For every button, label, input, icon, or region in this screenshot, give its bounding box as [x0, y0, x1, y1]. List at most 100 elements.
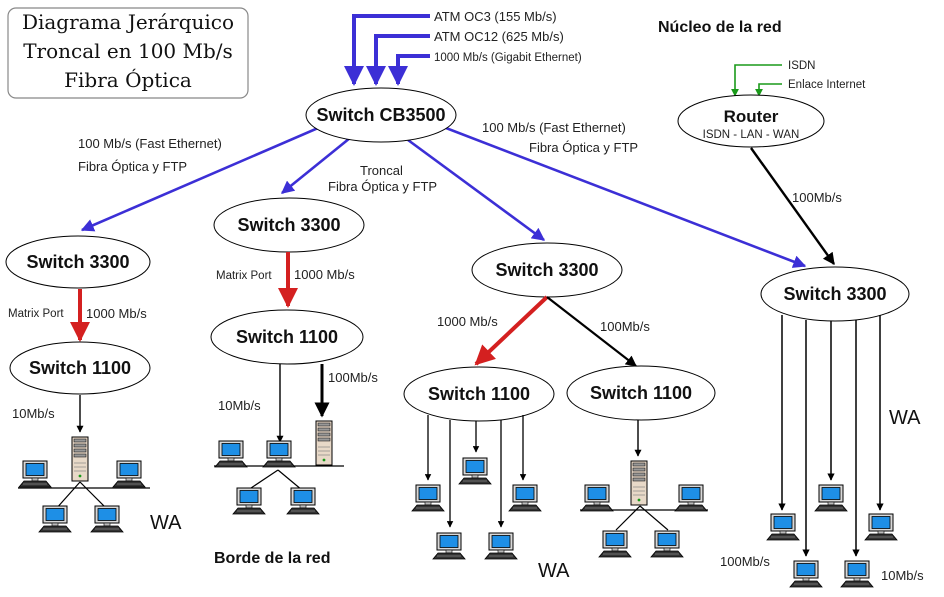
router-inputs [731, 64, 782, 97]
gig-b-label: 1000 Mb/s [294, 267, 355, 282]
lan-c [424, 415, 527, 528]
wan-uplinks [344, 14, 430, 86]
switch-3300-a-label: Switch 3300 [26, 252, 129, 272]
isdn-link [731, 64, 782, 97]
core-network-label: Núcleo de la red [658, 19, 782, 36]
gig-c-label: 1000 Mb/s [437, 314, 498, 329]
workstation-icon [508, 484, 542, 512]
core-switch-label: Switch CB3500 [316, 105, 445, 125]
link-router-to-3300-d [750, 147, 835, 265]
atm-oc12-label: ATM OC12 (625 Mb/s) [434, 29, 564, 44]
ten-b-label: 10Mb/s [218, 398, 261, 413]
link-core-to-3300-d [445, 126, 807, 268]
switch-1100-c-label: Switch 1100 [428, 384, 530, 404]
internet-link [755, 83, 782, 97]
title-line-1: Diagrama Jerárquico [22, 10, 234, 34]
switch-1100-d-node [566, 365, 716, 421]
router-sub: ISDN - LAN - WAN [703, 129, 800, 141]
switch-1100-a-node [9, 341, 151, 395]
workstation-icon [598, 530, 632, 558]
workstation-icon [814, 484, 848, 512]
workstation-icon [232, 487, 266, 515]
lan-a [18, 436, 150, 533]
backbone-links [80, 126, 807, 268]
router-name: Router [724, 107, 779, 126]
workstation-icon [674, 484, 708, 512]
router-link-label: 100Mb/s [792, 190, 842, 205]
wa-label-b: WA [538, 560, 570, 582]
gigabit-uplink-link [388, 54, 430, 86]
workstation-icon [112, 460, 146, 488]
gig-a-label: 1000 Mb/s [86, 306, 147, 321]
lan-d-hosts [766, 484, 898, 588]
ten-a-label: 10Mb/s [12, 406, 55, 421]
workstation-icon [650, 530, 684, 558]
link-3300-c-to-1100-d [546, 296, 637, 367]
gigabit-uplink-label: 1000 Mb/s (Gigabit Ethernet) [434, 52, 582, 64]
switch-1100-b-label: Switch 1100 [236, 327, 338, 347]
switch-1100-a-label: Switch 1100 [29, 358, 131, 378]
router-node [677, 94, 825, 148]
server-icon [630, 460, 648, 506]
server-icon [315, 420, 333, 466]
workstation-icon [789, 560, 823, 588]
internet-label: Enlace Internet [788, 79, 866, 91]
troncal-label-1: Troncal [360, 163, 403, 178]
left-fast-label-2: Fibra Óptica y FTP [78, 159, 187, 174]
lan-d [580, 420, 708, 558]
switch-1100-d-label: Switch 1100 [590, 383, 692, 403]
matrix-port-a-label: Matrix Port [8, 308, 64, 320]
workstation-icon [580, 484, 614, 512]
wa-label-a: WA [150, 512, 182, 534]
title-line-2: Troncal en 100 Mb/s [23, 39, 233, 63]
left-fast-label-1: 100 Mb/s (Fast Ethernet) [78, 136, 222, 151]
workstation-icon [458, 457, 492, 485]
title-line-3: Fibra Óptica [64, 67, 192, 92]
workstation-icon [432, 532, 466, 560]
hundred-b-label: 100Mb/s [328, 370, 378, 385]
workstation-icon [286, 487, 320, 515]
workstation-icon [262, 440, 296, 468]
hundred-c-label: 100Mb/s [600, 319, 650, 334]
switch-1100-b-node [210, 309, 364, 365]
title-box [7, 7, 249, 99]
switch-3300-c-label: Switch 3300 [495, 260, 598, 280]
workstation-icon [214, 440, 248, 468]
right-fast-label-2: Fibra Óptica y FTP [529, 140, 638, 155]
matrix-port-b-label: Matrix Port [216, 270, 272, 282]
server-icon [71, 436, 89, 482]
core-switch-node [305, 87, 457, 143]
workstation-icon [864, 513, 898, 541]
atm-oc12-link [366, 34, 430, 86]
link-core-to-3300-a [80, 126, 319, 232]
hundred-d-label: 100Mb/s [720, 554, 770, 569]
link-core-to-3300-b [280, 136, 351, 195]
workstation-icon [484, 532, 518, 560]
switch-1100-c-node [403, 366, 555, 422]
edge-network-label: Borde de la red [214, 550, 330, 567]
workstation-icon [18, 460, 52, 488]
atm-oc3-link [344, 14, 430, 86]
link-core-to-3300-c [407, 138, 546, 242]
workstation-icon [38, 505, 72, 533]
atm-oc3-label: ATM OC3 (155 Mb/s) [434, 9, 557, 24]
ten-d-label: 10Mb/s [881, 568, 924, 583]
switch-3300-b-label: Switch 3300 [237, 215, 340, 235]
isdn-label: ISDN [788, 60, 815, 72]
switch-3300-d-node [760, 266, 910, 322]
wa-label-c: WA [889, 407, 921, 429]
workstation-icon [411, 484, 445, 512]
troncal-label-2: Fibra Óptica y FTP [328, 179, 437, 194]
link-3300-c-to-1100-c [474, 295, 549, 366]
workstation-icon [840, 560, 874, 588]
switch-3300-a-node [5, 235, 151, 289]
right-fast-label-1: 100 Mb/s (Fast Ethernet) [482, 120, 626, 135]
lan-c-hosts [411, 457, 542, 560]
lan-b [214, 420, 344, 515]
lan-d-direct [778, 315, 884, 557]
switch-3300-d-label: Switch 3300 [783, 284, 886, 304]
workstation-icon [90, 505, 124, 533]
workstation-icon [766, 513, 800, 541]
